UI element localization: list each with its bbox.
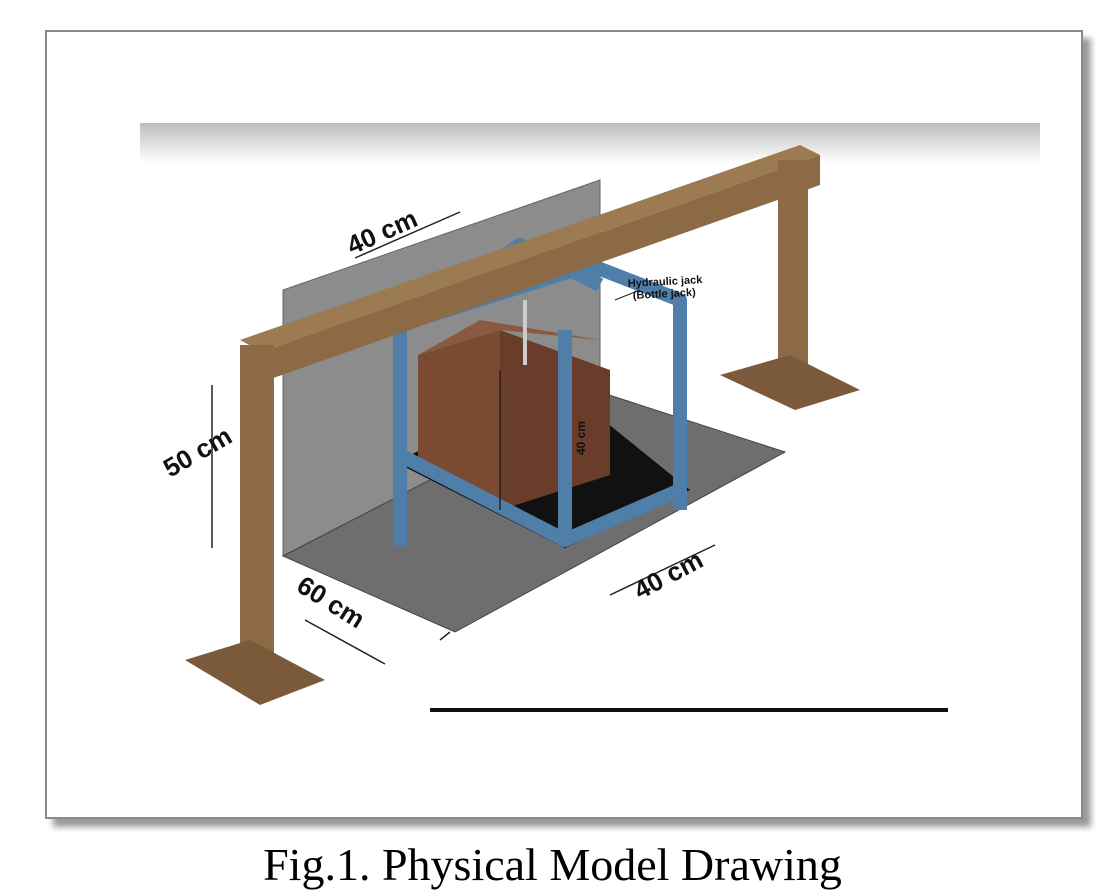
label-height: 50 cm — [158, 420, 237, 483]
beam-right-leg — [778, 160, 808, 375]
beam-top — [240, 145, 820, 352]
jack-leader — [614, 289, 641, 301]
brick-box-side — [500, 330, 610, 510]
beam-front — [262, 155, 820, 382]
figure-caption: Fig.1. Physical Model Drawing — [263, 839, 842, 890]
brick-box-front — [418, 330, 500, 510]
beam-left-leg — [240, 345, 274, 665]
brick-box-top — [418, 320, 600, 355]
label-jack-line2: (Bottle jack) — [633, 287, 697, 302]
right-foot — [720, 355, 860, 410]
label-front-width: 40 cm — [629, 544, 708, 605]
label-jack-line1: Hydraulic jack — [628, 274, 704, 290]
left-foot — [185, 640, 325, 705]
header-band — [140, 123, 1040, 163]
dimension-lines — [211, 211, 716, 665]
label-box-height: 40 cm — [574, 421, 588, 455]
